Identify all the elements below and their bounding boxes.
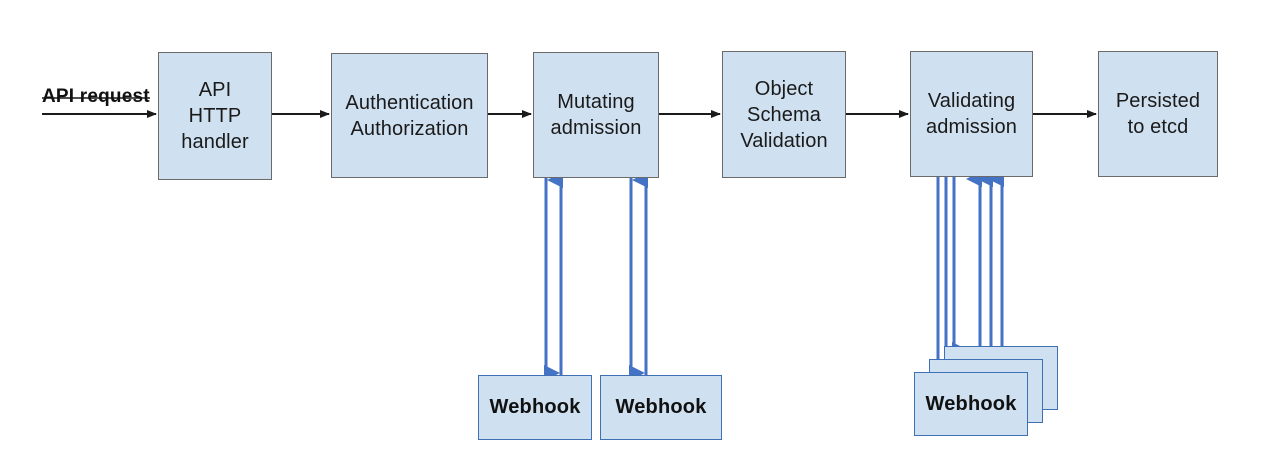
node-mutating-webhook-1: Webhook xyxy=(478,375,592,440)
webhook-arrows xyxy=(544,171,1004,381)
node-persisted-etcd: Persisted to etcd xyxy=(1098,51,1218,177)
node-mutating-admission: Mutating admission xyxy=(533,52,659,178)
node-validating-admission: Validating admission xyxy=(910,51,1033,177)
entry-label-api-request: API request xyxy=(42,86,150,107)
node-api-http-handler: API HTTP handler xyxy=(158,52,272,180)
node-mutating-webhook-2: Webhook xyxy=(600,375,722,440)
node-authn-authz: Authentication Authorization xyxy=(331,53,488,178)
node-validating-webhook-1: Webhook xyxy=(914,372,1028,436)
node-object-schema: Object Schema Validation xyxy=(722,51,846,178)
